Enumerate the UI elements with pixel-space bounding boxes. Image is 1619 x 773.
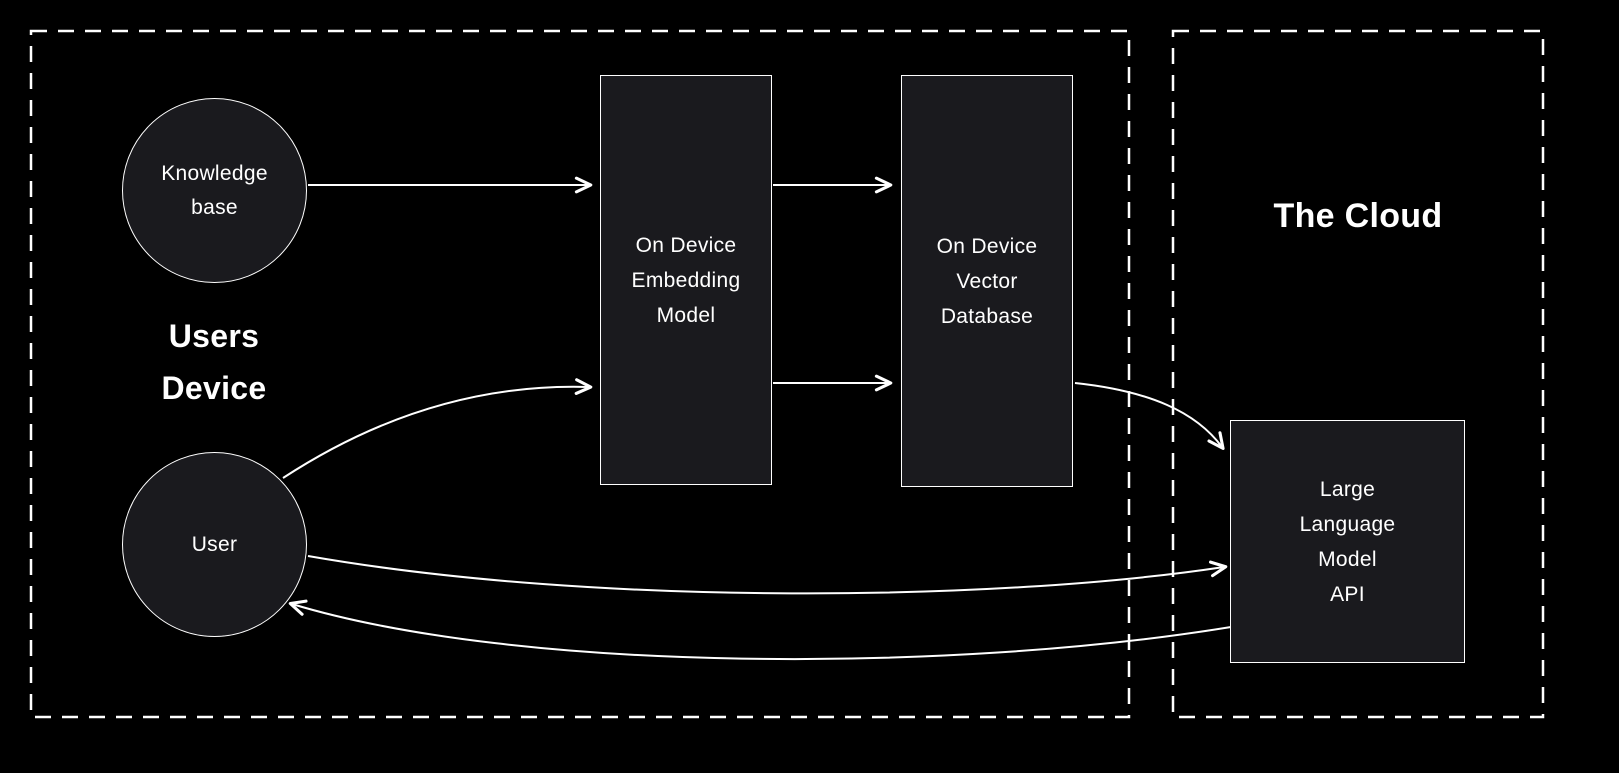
edge-user-to-embedding-model xyxy=(282,378,593,479)
embedding-model-label-line2: Embedding xyxy=(631,268,741,292)
user-node: User xyxy=(122,452,307,637)
llm-api-label-line3: Model xyxy=(1318,547,1377,571)
embedding-model-label-line1: On Device xyxy=(635,233,737,257)
knowledge-base-label-line1: Knowledge xyxy=(161,161,268,185)
edge-vector-database-to-llm-api xyxy=(1074,382,1225,450)
llm-api-label-line1: Large xyxy=(1319,477,1376,501)
edge-llm-api-to-user xyxy=(288,599,1232,661)
vector-database-label-line1: On Device xyxy=(936,234,1038,258)
llm-api-label-line2: Language xyxy=(1299,512,1396,536)
cloud-group-box xyxy=(1171,29,1545,719)
knowledge-base-node: Knowledge base xyxy=(122,98,307,283)
embedding-model-label-line3: Model xyxy=(656,303,716,327)
embedding-model-node: On Device Embedding Model xyxy=(600,75,772,485)
edge-user-to-llm-api xyxy=(307,555,1228,595)
users-device-group-title: Users Device xyxy=(89,310,339,414)
vector-database-label-line3: Database xyxy=(940,304,1034,328)
llm-api-node: Large Language Model API xyxy=(1230,420,1465,663)
vector-database-node: On Device Vector Database xyxy=(901,75,1073,487)
knowledge-base-label-line2: base xyxy=(191,195,238,219)
cloud-group-title: The Cloud xyxy=(1273,197,1443,235)
llm-api-label-line4: API xyxy=(1330,582,1365,606)
users-device-title-line2: Device xyxy=(161,370,267,406)
users-device-group-box xyxy=(29,29,1131,719)
users-device-title-line1: Users xyxy=(168,318,260,354)
vector-database-label-line2: Vector xyxy=(956,269,1018,293)
user-label: User xyxy=(191,532,238,556)
